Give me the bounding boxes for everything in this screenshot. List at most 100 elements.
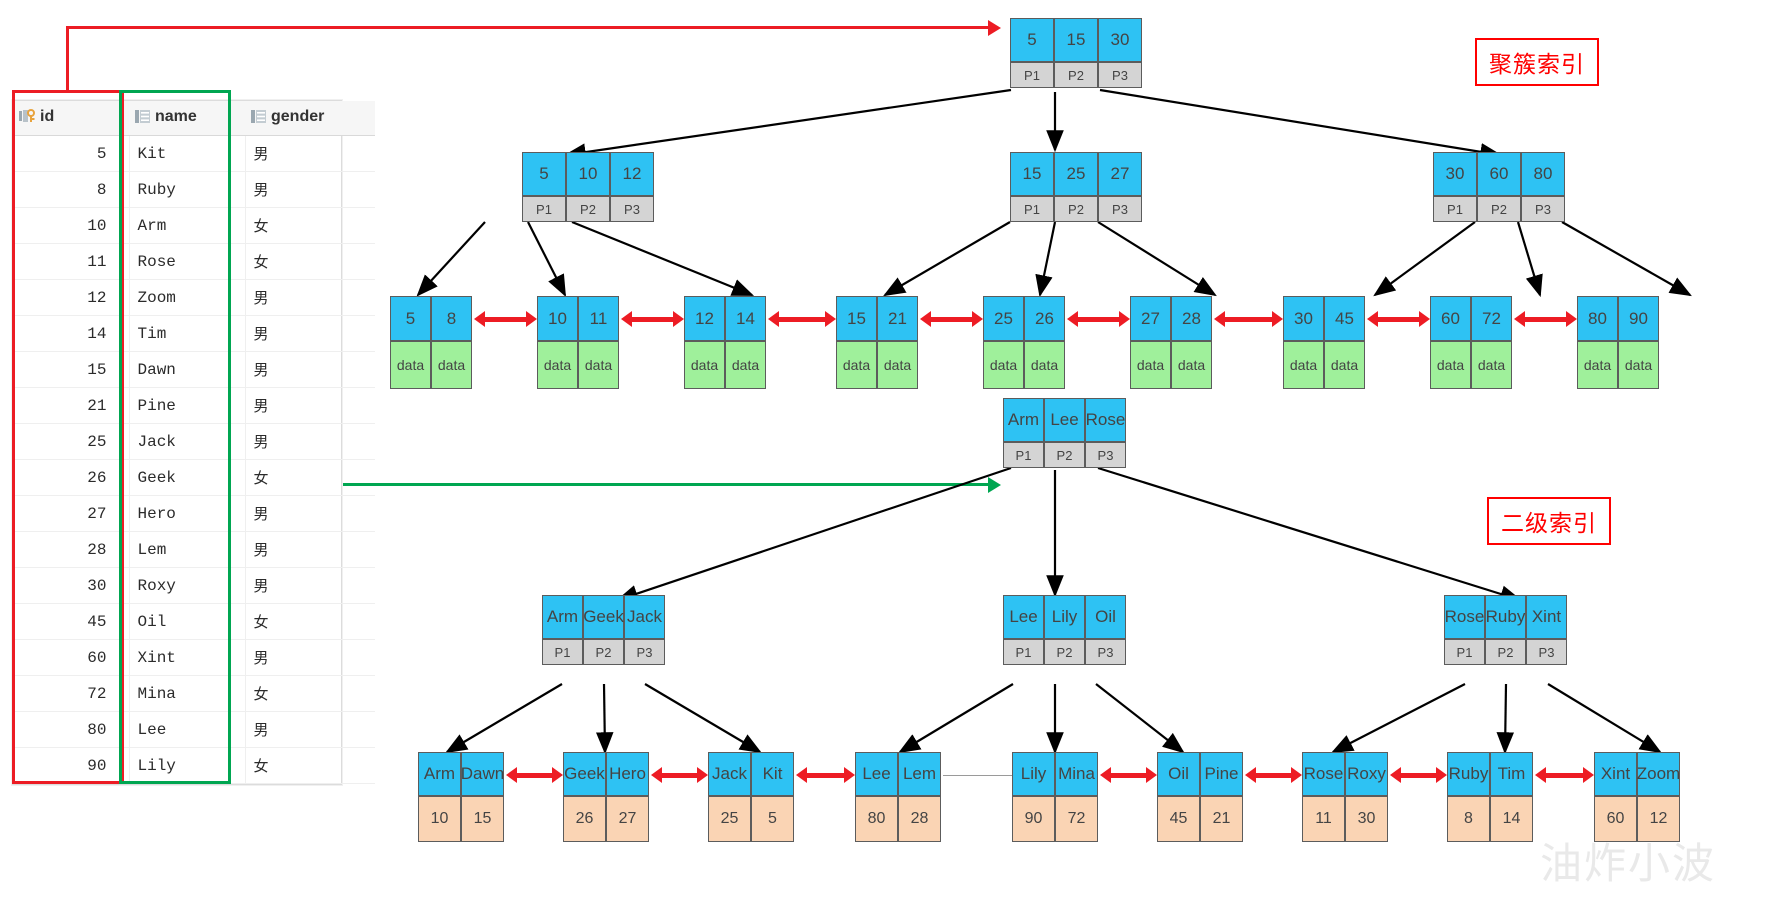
node-key-cell: Xint [1594,752,1637,796]
node-data-cell: data [1130,341,1171,389]
node-data-cell: data [1324,341,1365,389]
node-data-cell: data [1471,341,1512,389]
node-primary-key-cell: 12 [1637,796,1680,842]
node-data-cell: data [431,341,472,389]
cell-gender: 男 [245,495,375,532]
node-key-cell: 5 [390,296,431,341]
node-key-cell: 25 [983,296,1024,341]
node-data-cell: data [1024,341,1065,389]
node-primary-key-cell: 8 [1447,796,1490,842]
node-pointer-cell: P1 [1444,639,1485,665]
node-pointer-cell: P1 [1010,62,1054,88]
node-primary-key-cell: 11 [1302,796,1345,842]
node-key-cell: Dawn [461,752,504,796]
link-bar [805,773,846,778]
node-key-cell: Pine [1200,752,1243,796]
node-key-cell: Lily [1012,752,1055,796]
node-pointer-cell: P1 [1003,442,1044,468]
column-icon [135,110,150,128]
node-key-cell: 26 [1024,296,1065,341]
link-bar [1376,317,1421,322]
secondary-index-label: 二级索引 [1487,497,1611,545]
cell-id: 45 [13,603,130,640]
cell-gender: 女 [245,243,375,280]
cell-name: Lem [129,531,246,568]
link-arrow-right [1583,767,1594,783]
cell-gender: 女 [245,207,375,244]
link-arrow-left [621,311,632,327]
node-primary-key-cell: 14 [1490,796,1533,842]
node-data-cell: data [537,341,578,389]
node-primary-key-cell: 30 [1345,796,1388,842]
cell-gender: 女 [245,747,375,784]
node-key-cell: Lem [898,752,941,796]
cell-id: 12 [13,279,130,316]
link-arrow-left [920,311,931,327]
node-pointer-cell: P3 [1085,442,1126,468]
link-arrow-left [1514,311,1525,327]
node-primary-key-cell: 25 [708,796,751,842]
node-primary-key-cell: 5 [751,796,794,842]
node-key-cell: Jack [708,752,751,796]
link-arrow-right [697,767,708,783]
node-primary-key-cell: 10 [418,796,461,842]
node-key-cell: 25 [1054,152,1098,196]
cell-id: 28 [13,531,130,568]
cell-id: 72 [13,675,130,712]
link-arrow-left [1390,767,1401,783]
cell-name: Jack [129,423,246,460]
link-arrow-right [673,311,684,327]
column-header-id[interactable]: id [13,101,129,136]
cell-name: Rose [129,243,246,280]
cell-gender: 男 [245,711,375,748]
cell-id: 14 [13,315,130,352]
column-header-name[interactable]: name [129,101,245,136]
clustered-index-label: 聚簇索引 [1475,38,1599,86]
node-data-cell: data [836,341,877,389]
node-key-cell: 90 [1618,296,1659,341]
cell-name: Arm [129,207,246,244]
node-pointer-cell: P2 [1044,442,1085,468]
node-data-cell: data [1283,341,1324,389]
column-header-gender[interactable]: gender [245,101,375,136]
node-key-cell: Oil [1157,752,1200,796]
cell-name: Geek [129,459,246,496]
cell-id: 26 [13,459,130,496]
node-key-cell: 12 [610,152,654,196]
node-key-cell: Arm [418,752,461,796]
